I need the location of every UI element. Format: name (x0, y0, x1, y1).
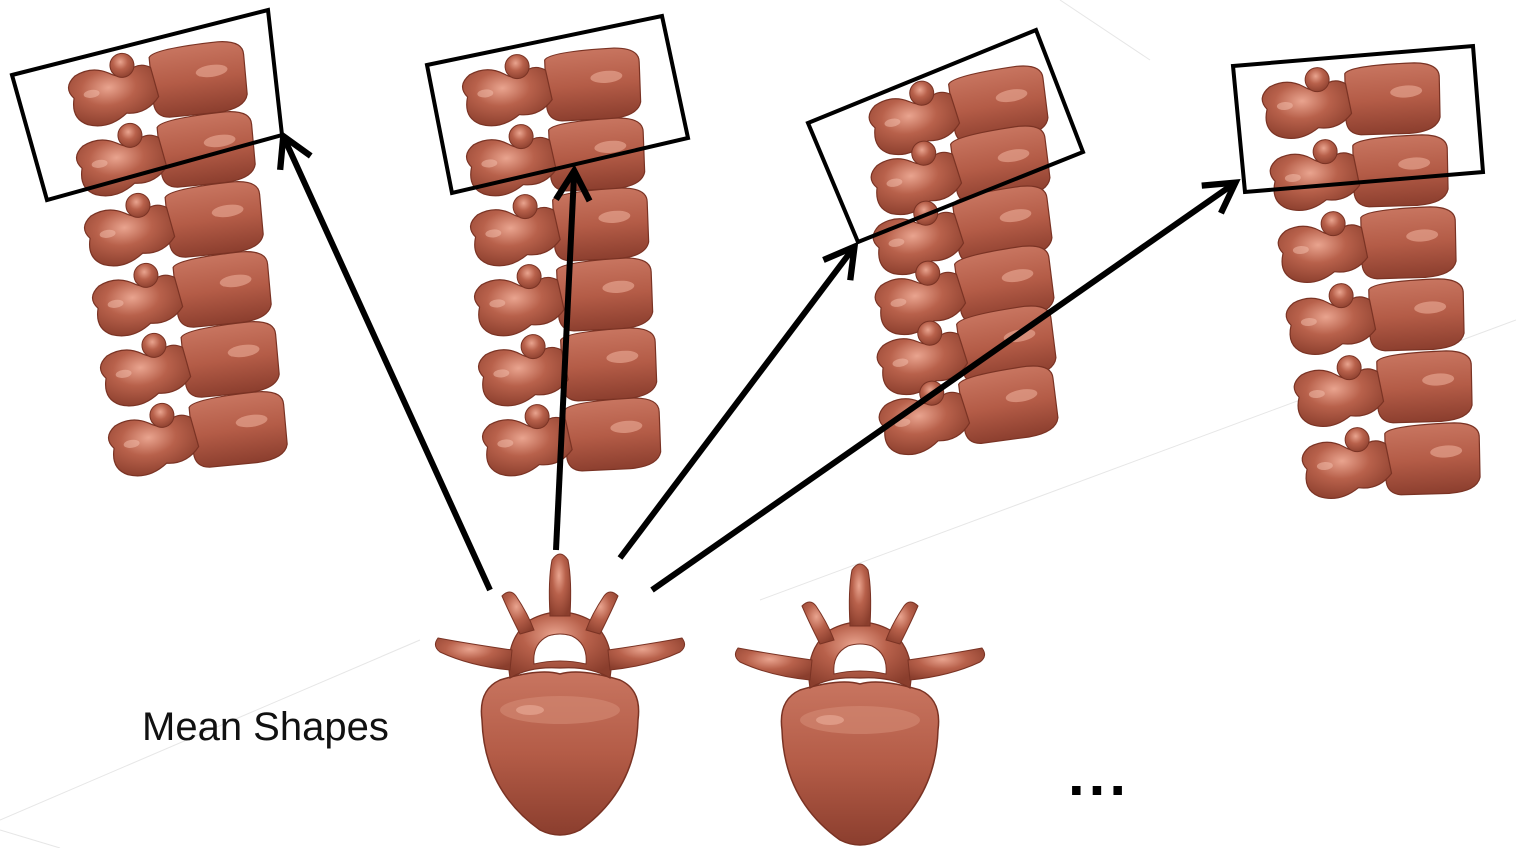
vertebra (1268, 131, 1451, 215)
spine-3 (864, 60, 1062, 462)
vertebra (1292, 347, 1475, 431)
spine-1 (65, 36, 291, 482)
arrow-to-spine-1 (285, 140, 490, 590)
vertebra (480, 394, 664, 481)
mean-shape-2 (735, 564, 984, 845)
arrows (285, 140, 1232, 590)
mean-shapes-label: Mean Shapes (142, 705, 389, 750)
mean-shapes-group (435, 554, 984, 845)
vertebra (1260, 59, 1443, 143)
mean-shape-1 (435, 554, 684, 835)
vertebra (1284, 275, 1467, 359)
vertebra (1276, 203, 1459, 287)
spine-4 (1260, 59, 1483, 503)
ellipsis: ... (1068, 740, 1130, 809)
vertebra (1300, 419, 1483, 503)
